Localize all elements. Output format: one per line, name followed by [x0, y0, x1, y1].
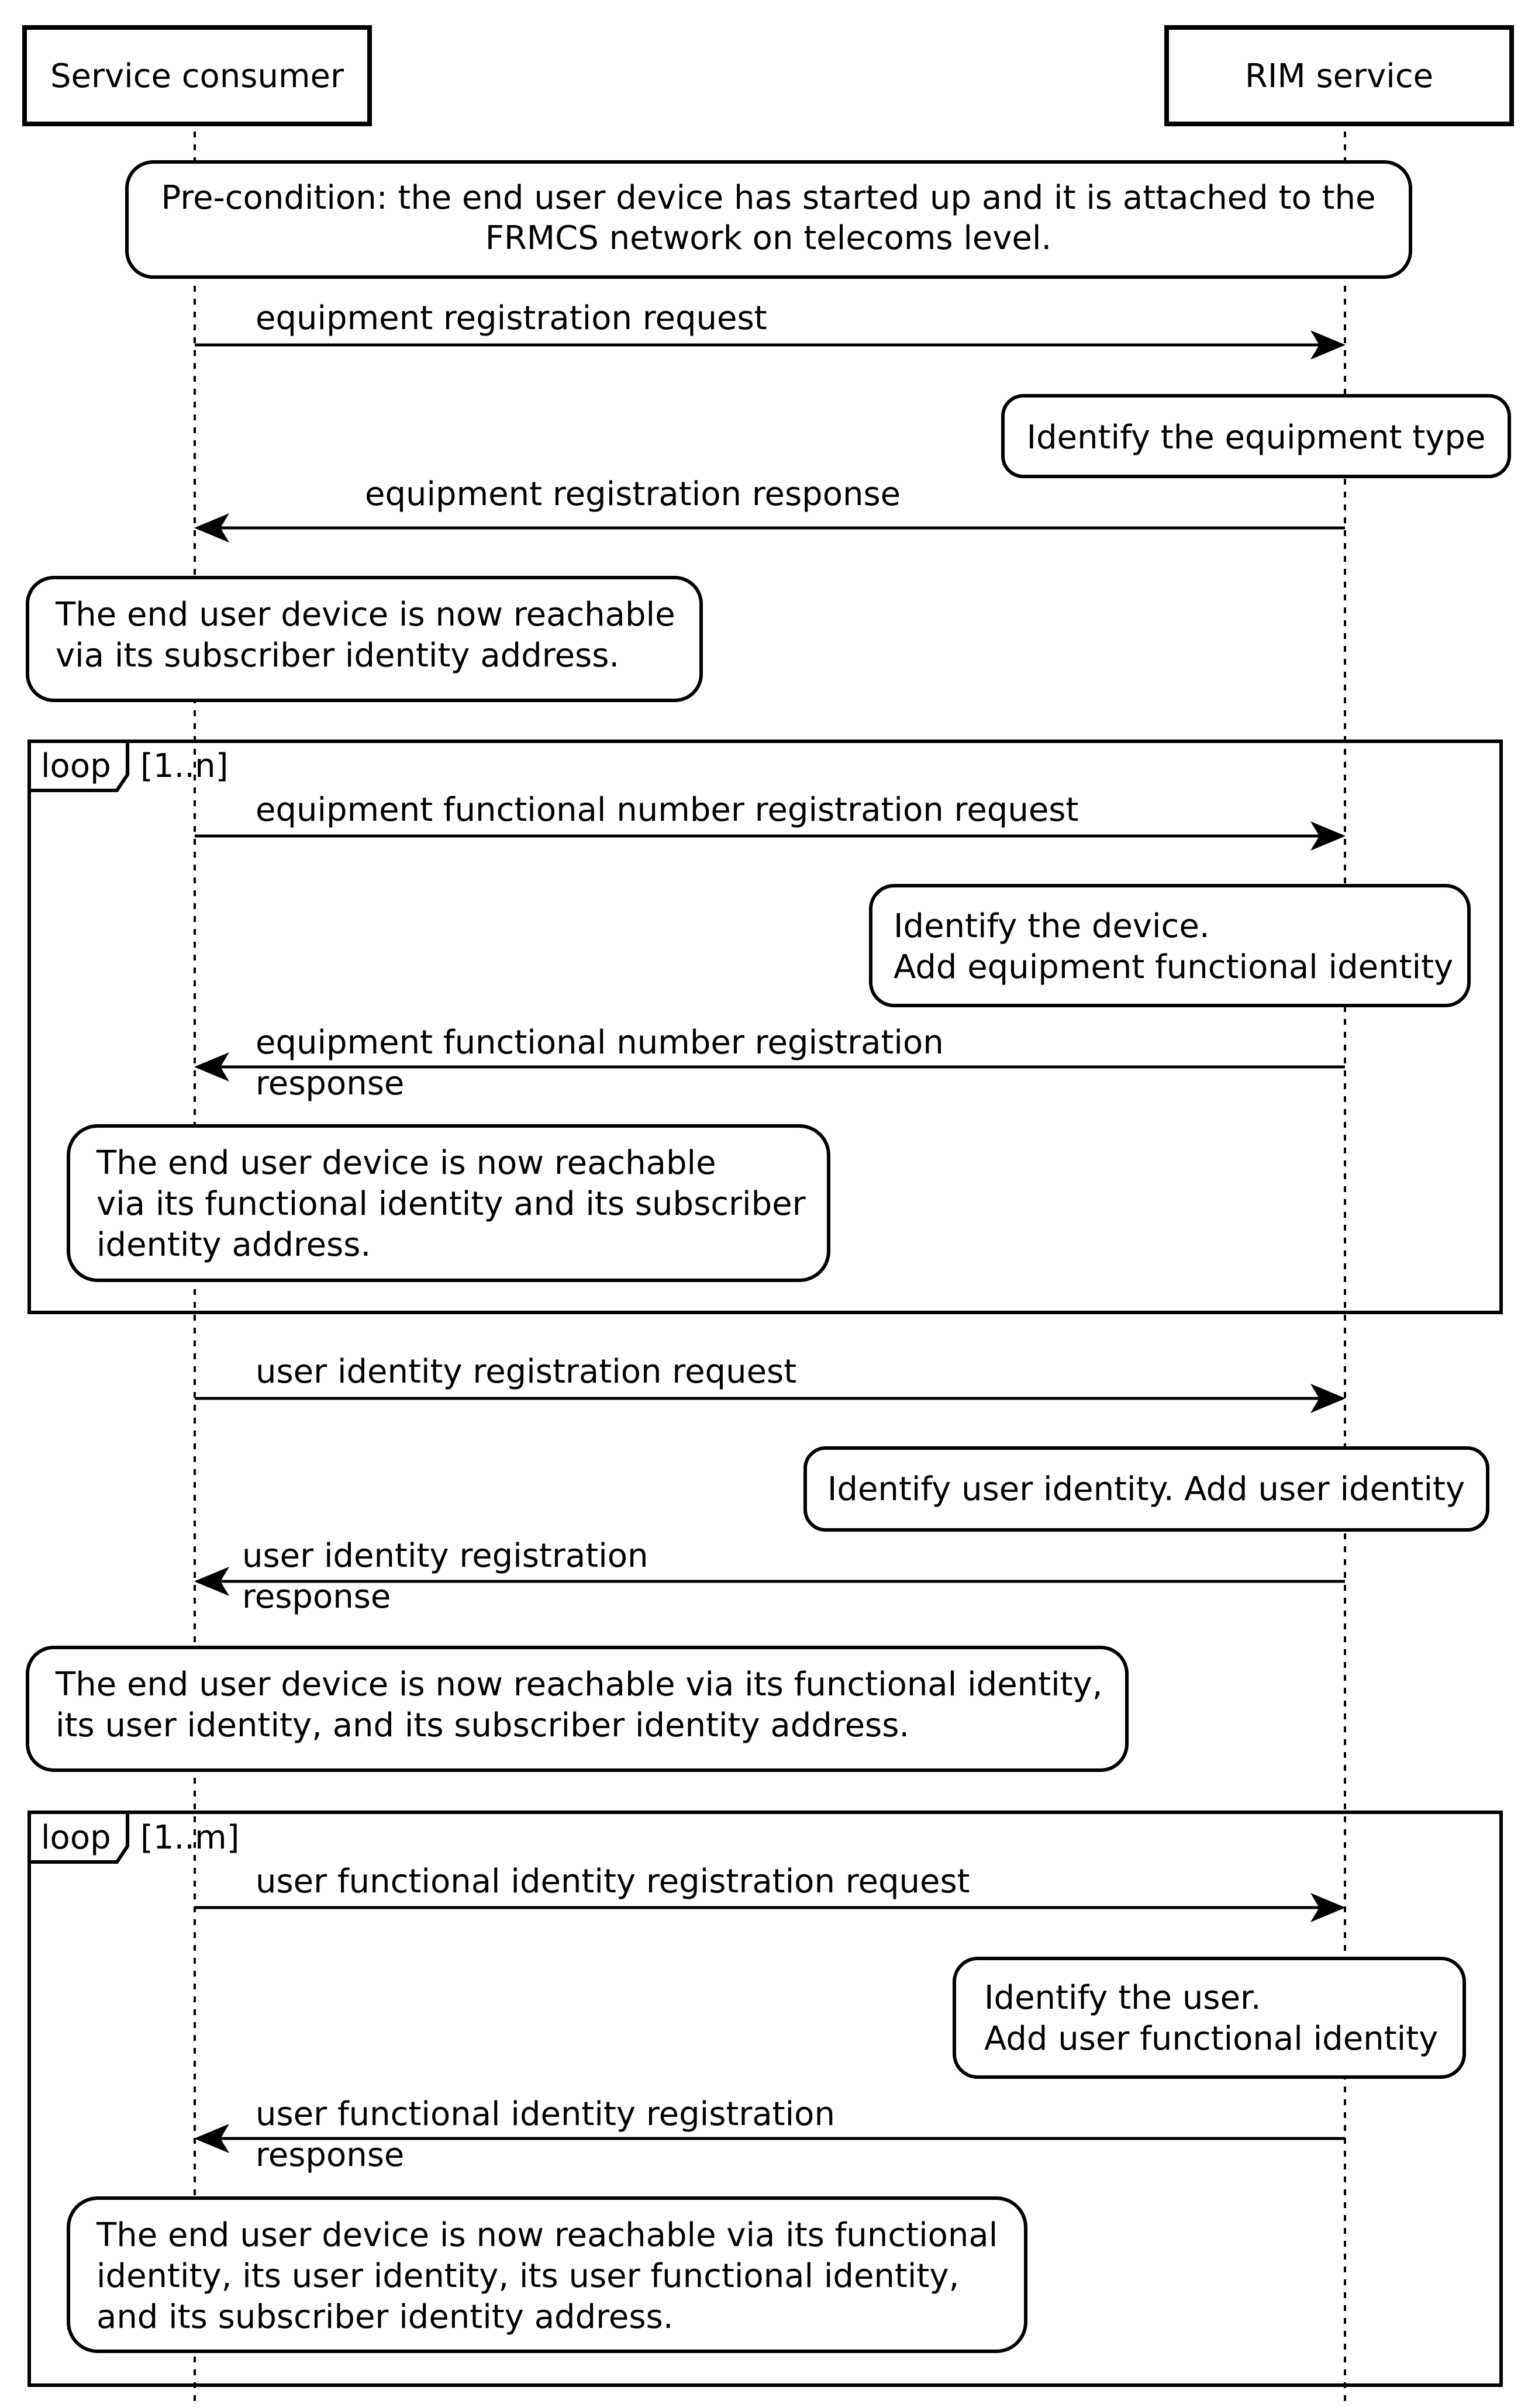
- note-identify-user-identity: Identify user identity. Add user identit…: [803, 1446, 1489, 1532]
- message-label: user identity registration request: [256, 1353, 796, 1391]
- note-line-1: Identify user identity. Add user identit…: [827, 1470, 1465, 1508]
- message-label: user functional identity registration re…: [256, 1863, 970, 1901]
- message-label-line-2: response: [242, 1578, 391, 1616]
- participant-rim-service: RIM service: [1164, 25, 1514, 126]
- note-reachable-functional-identity: The end user device is now reachable via…: [67, 1124, 830, 1282]
- note-line-2: its user identity, and its subscriber id…: [56, 1706, 909, 1744]
- note-reachable-subscriber: The end user device is now reachable via…: [26, 576, 703, 702]
- message-label: equipment functional number registration…: [256, 791, 1078, 829]
- message-label-line-2: response: [256, 1065, 404, 1103]
- message-equipment-registration-request: equipment registration request: [195, 299, 1346, 360]
- note-line-3: identity address.: [96, 1226, 371, 1264]
- message-label-line-1: user identity registration: [242, 1537, 649, 1575]
- message-label: equipment registration request: [256, 299, 767, 337]
- precondition-line-1: Pre-condition: the end user device has s…: [161, 179, 1376, 217]
- loop-condition: [1..n]: [140, 747, 228, 785]
- message-label-line-2: response: [256, 2136, 404, 2174]
- note-identify-equipment-type: Identify the equipment type: [1001, 394, 1511, 478]
- loop-tag: loop: [41, 1819, 111, 1857]
- note-line-1: The end user device is now reachable: [96, 1144, 716, 1182]
- participant-consumer-label: Service consumer: [50, 57, 344, 95]
- note-line-1: Identify the equipment type: [1027, 419, 1486, 457]
- precondition-line-2: FRMCS network on telecoms level.: [485, 219, 1052, 257]
- note-reachable-user-identity: The end user device is now reachable via…: [26, 1646, 1129, 1772]
- loop-condition: [1..m]: [140, 1819, 239, 1857]
- note-line-1: The end user device is now reachable via…: [55, 1666, 1103, 1704]
- message-label-line-1: user functional identity registration: [256, 2095, 835, 2133]
- message-equipment-functional-number-registration-request: equipment functional number registration…: [195, 791, 1346, 851]
- message-user-identity-registration-response: user identity registration response: [194, 1537, 1345, 1616]
- message-user-functional-identity-registration-response: user functional identity registration re…: [194, 2095, 1345, 2174]
- message-user-functional-identity-registration-request: user functional identity registration re…: [195, 1863, 1346, 1922]
- loop-tag: loop: [41, 747, 111, 785]
- note-line-2: via its functional identity and its subs…: [96, 1185, 806, 1223]
- message-label-line-1: equipment functional number registration: [256, 1024, 944, 1062]
- loop-frame-equipment-functional-number: loop [1..n] equipment functional number …: [27, 740, 1503, 1314]
- note-line-2: identity, its user identity, its user fu…: [96, 2257, 959, 2295]
- note-reachable-user-functional-identity: The end user device is now reachable via…: [67, 2196, 1027, 2353]
- note-identify-device: Identify the device. Add equipment funct…: [869, 884, 1471, 1007]
- message-equipment-functional-number-registration-response: equipment functional number registration…: [194, 1024, 1345, 1103]
- note-line-1: The end user device is now reachable via…: [96, 2216, 998, 2254]
- note-line-2: Add user functional identity: [984, 2020, 1438, 2058]
- note-line-1: Identify the user.: [984, 1979, 1261, 2017]
- note-line-1: The end user device is now reachable: [55, 596, 675, 634]
- precondition-note: Pre-condition: the end user device has s…: [125, 160, 1412, 279]
- note-line-1: Identify the device.: [894, 907, 1210, 945]
- note-line-3: and its subscriber identity address.: [96, 2298, 674, 2336]
- participant-service-consumer: Service consumer: [22, 25, 372, 126]
- message-label: equipment registration response: [365, 475, 901, 513]
- note-identify-user: Identify the user. Add user functional i…: [953, 1957, 1466, 2079]
- message-equipment-registration-response: equipment registration response: [194, 475, 1345, 543]
- loop-frame-user-functional-identity: loop [1..m] user functional identity reg…: [27, 1811, 1503, 2387]
- note-line-2: via its subscriber identity address.: [56, 637, 619, 675]
- participant-rim-label: RIM service: [1245, 57, 1433, 95]
- note-line-2: Add equipment functional identity: [894, 948, 1453, 986]
- message-user-identity-registration-request: user identity registration request: [195, 1353, 1346, 1413]
